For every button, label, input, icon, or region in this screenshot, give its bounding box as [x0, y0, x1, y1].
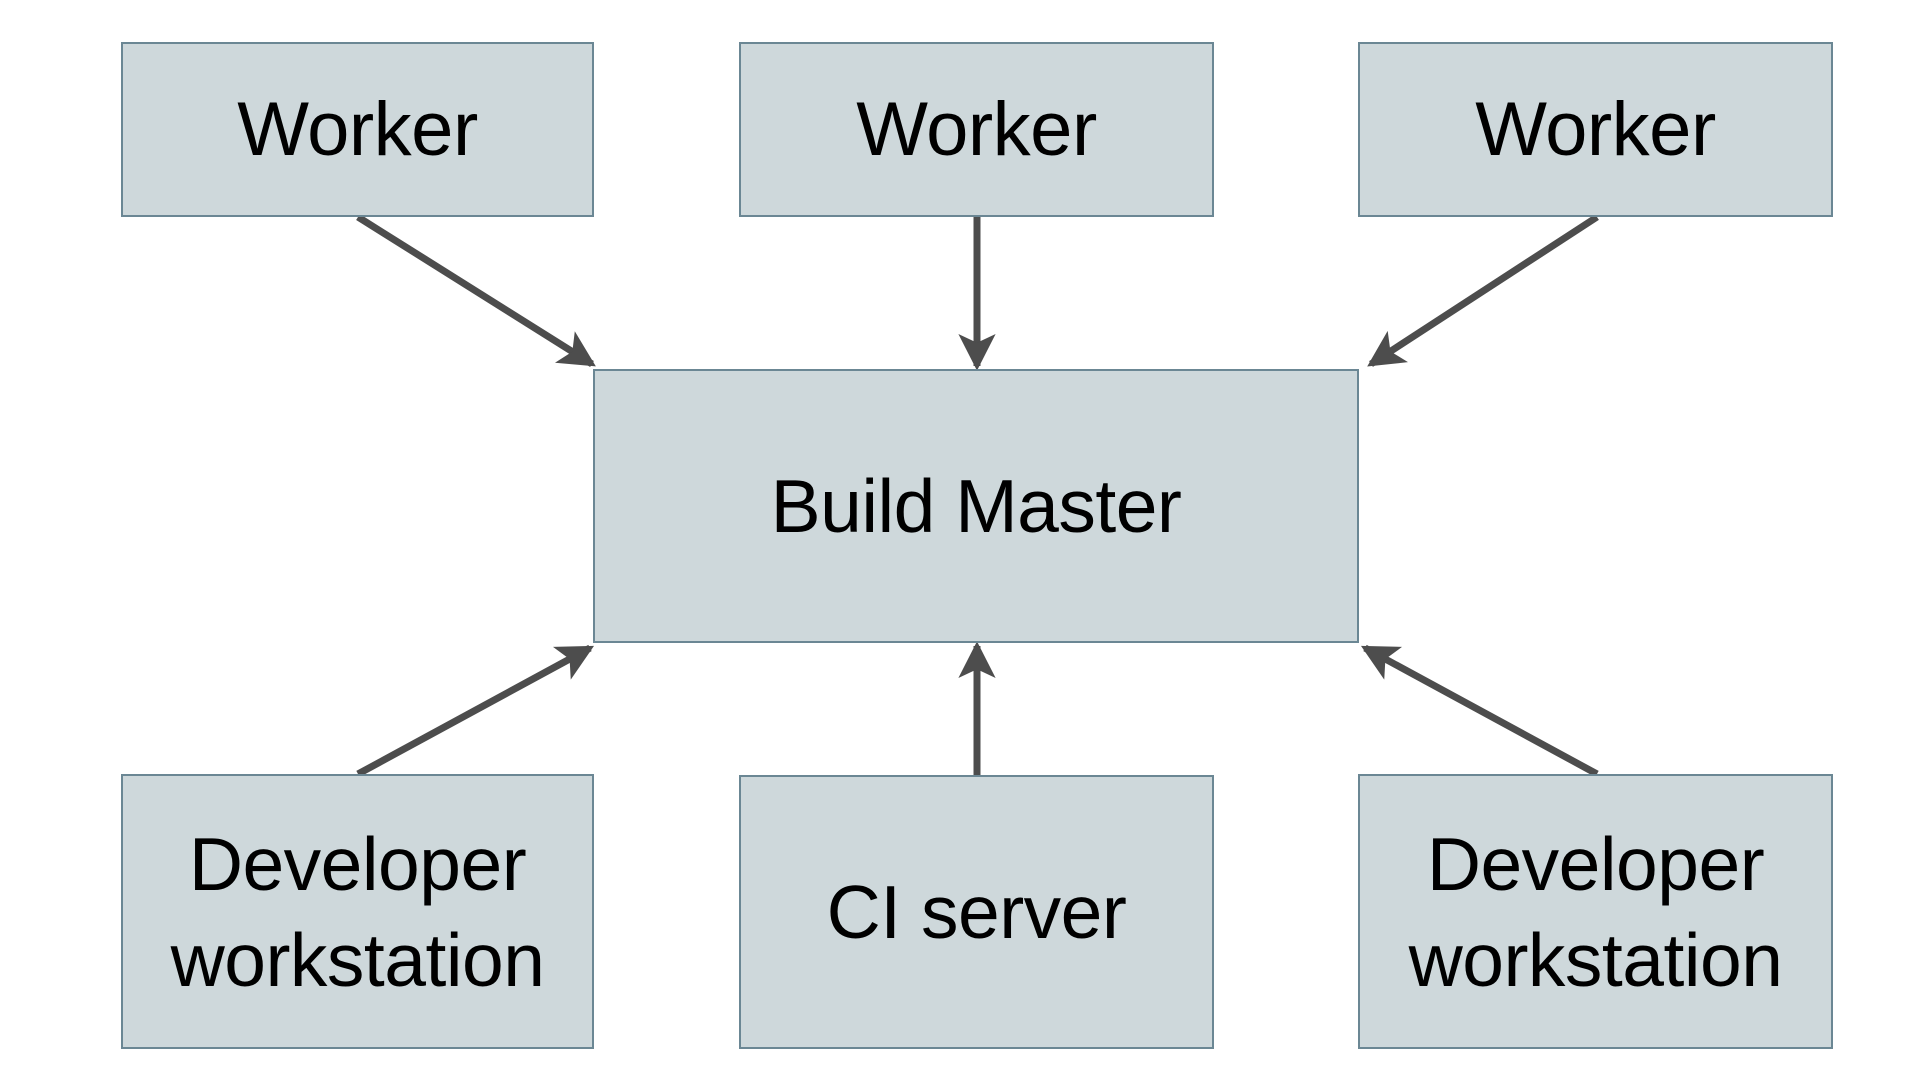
- node-worker-1[interactable]: Worker: [121, 42, 594, 217]
- edge-dev-left-to-build-master: [356, 644, 595, 778]
- edge-worker-1-to-build-master: [356, 214, 596, 367]
- node-label: Worker: [856, 86, 1097, 172]
- node-label: Worker: [1475, 86, 1716, 172]
- node-label: Developer workstation: [170, 821, 545, 1002]
- edge-worker-3-to-build-master: [1367, 214, 1599, 367]
- node-build-master[interactable]: Build Master: [593, 369, 1359, 643]
- node-developer-workstation-right[interactable]: Developer workstation: [1358, 774, 1833, 1049]
- edge-dev-right-to-build-master: [1360, 644, 1599, 778]
- node-ci-server[interactable]: CI server: [739, 775, 1214, 1049]
- node-worker-3[interactable]: Worker: [1358, 42, 1833, 217]
- node-label: CI server: [826, 870, 1127, 954]
- node-developer-workstation-left[interactable]: Developer workstation: [121, 774, 594, 1049]
- node-label: Worker: [237, 86, 478, 172]
- node-worker-2[interactable]: Worker: [739, 42, 1214, 217]
- node-label: Developer workstation: [1408, 821, 1783, 1002]
- node-label: Build Master: [770, 464, 1182, 548]
